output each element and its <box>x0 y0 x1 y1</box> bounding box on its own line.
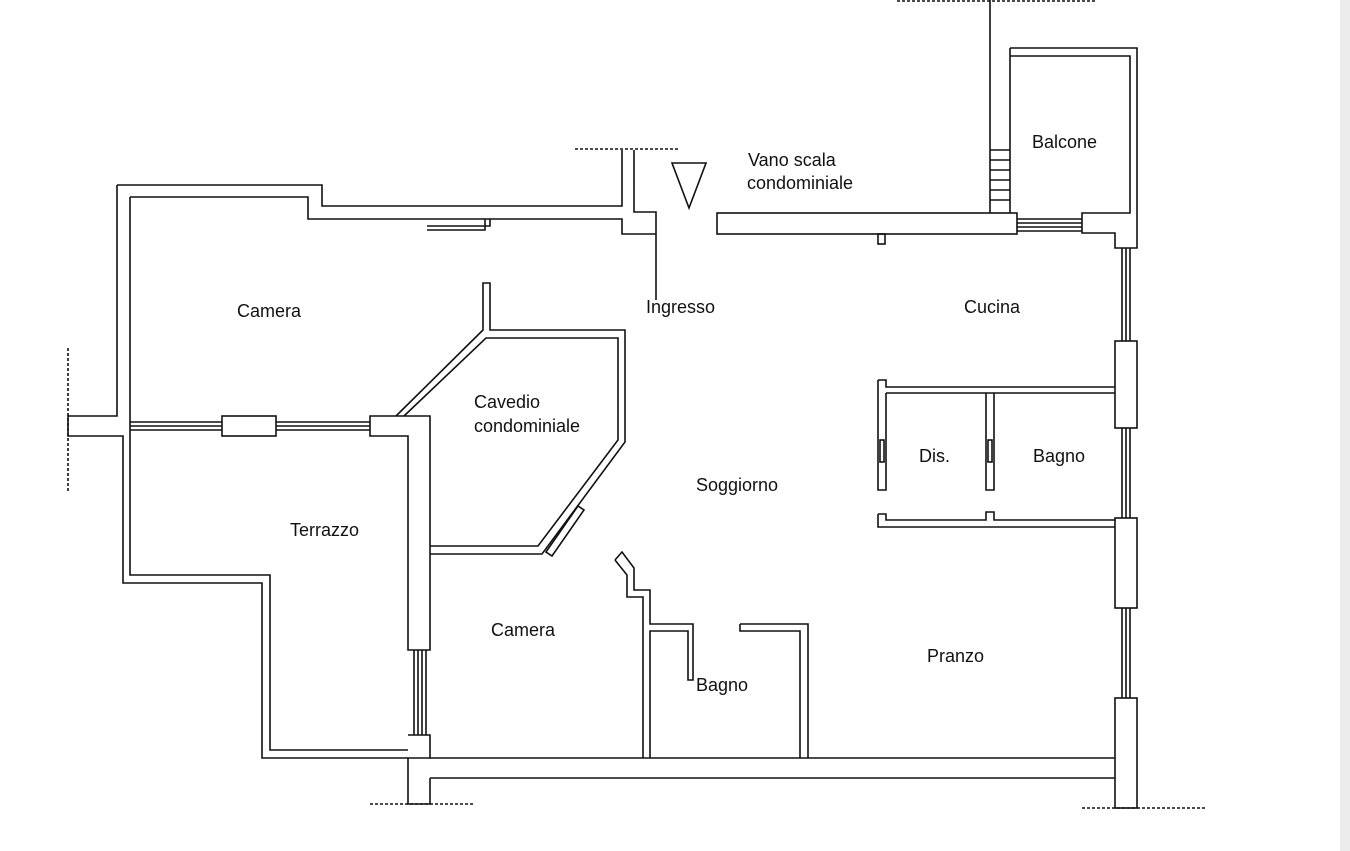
window-block <box>221 415 277 437</box>
label-bagno-1: Bagno <box>1033 446 1085 466</box>
east-wall <box>1121 248 1131 698</box>
terrazzo-window <box>413 650 427 735</box>
cavedio-door <box>544 504 586 558</box>
label-vano-scala: Vano scala condominiale <box>747 150 853 193</box>
door-jamb <box>879 439 885 463</box>
east-pillar-2 <box>1114 517 1138 609</box>
label-line: Vano scala <box>748 150 837 170</box>
label-cavedio: Cavedio condominiale <box>474 392 580 436</box>
bagno-block-bottom <box>877 511 1115 528</box>
label-camera-2: Camera <box>491 620 556 640</box>
bagno-lower-walls <box>614 550 694 758</box>
north-window <box>427 219 491 231</box>
room-labels: Vano scala condominiale Balcone Camera I… <box>237 132 1097 695</box>
balcony-window <box>1017 218 1082 232</box>
south-west-column <box>407 734 431 805</box>
label-soggiorno: Soggiorno <box>696 475 778 495</box>
cavedio-inner <box>403 337 619 547</box>
label-bagno-2: Bagno <box>696 675 748 695</box>
camera-terrazzo-wall <box>130 421 370 431</box>
vertical-scrollbar[interactable] <box>1340 0 1350 851</box>
east-pillar-3 <box>1114 697 1138 809</box>
walls <box>67 0 1207 809</box>
entrance-marker <box>670 162 708 211</box>
label-terrazzo: Terrazzo <box>290 520 359 540</box>
west-wall <box>67 185 408 759</box>
label-line: condominiale <box>474 416 580 436</box>
north-wall-left <box>117 150 657 300</box>
label-line: condominiale <box>747 173 853 193</box>
south-wall <box>430 757 1115 779</box>
dis-bagno-partition <box>985 393 995 491</box>
label-ingresso: Ingresso <box>646 297 715 317</box>
label-dis: Dis. <box>919 446 950 466</box>
label-cucina: Cucina <box>964 297 1021 317</box>
balcone-outline <box>1010 47 1138 249</box>
bagno-lower-right <box>739 623 809 758</box>
bagno-block-top <box>877 379 1115 491</box>
wall-stub <box>877 233 886 245</box>
east-pillar-1 <box>1114 340 1138 429</box>
label-line: Cavedio <box>474 392 540 412</box>
label-pranzo: Pranzo <box>927 646 984 666</box>
central-pillar <box>369 415 431 651</box>
door-jamb <box>987 439 993 463</box>
terrazzo-inner-wall <box>129 436 408 751</box>
stair-side-wall <box>989 0 1011 213</box>
label-camera-1: Camera <box>237 301 302 321</box>
label-balcone: Balcone <box>1032 132 1097 152</box>
north-wall-right <box>716 212 1018 235</box>
